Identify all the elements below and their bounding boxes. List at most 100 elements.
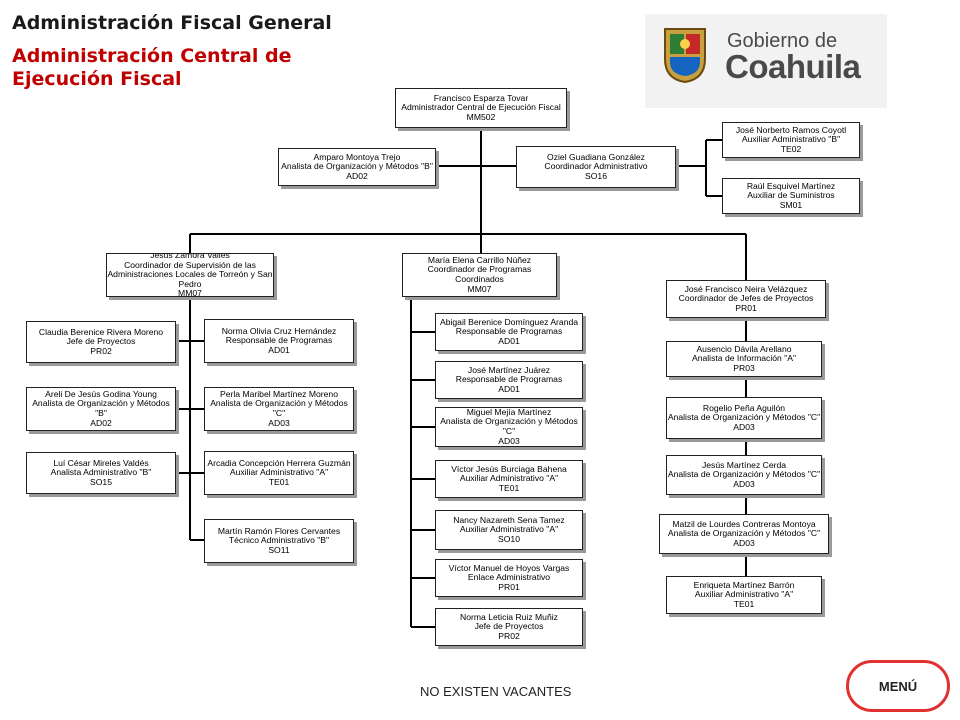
org-box-name: Oziel Guadiana González bbox=[547, 151, 645, 162]
org-box-name: Norma Olivia Cruz Hernández bbox=[221, 325, 337, 336]
org-box-name: Luí César Mireles Valdés bbox=[53, 457, 149, 468]
org-box-code: TE01 bbox=[498, 482, 520, 493]
org-box-name: Miguel Mejía Martínez bbox=[466, 407, 552, 417]
org-box-code: MM07 bbox=[467, 283, 492, 294]
org-box-position: Analista de Organización y Métodos "C" bbox=[667, 412, 821, 423]
org-box-name: Amparo Montoya Trejo bbox=[313, 151, 401, 162]
org-box-code: AD01 bbox=[268, 344, 290, 355]
org-box-code: PR02 bbox=[90, 345, 112, 356]
org-box-code: PR01 bbox=[735, 302, 757, 313]
org-box-code: PR02 bbox=[498, 630, 520, 641]
org-box-code: AD01 bbox=[498, 335, 520, 346]
logo-text-big: Coahuila bbox=[725, 48, 861, 85]
org-box-position: Analista de Organización y Métodos "C" bbox=[440, 416, 578, 436]
org-box-name: Víctor Jesús Burciaga Bahena bbox=[451, 463, 567, 474]
org-box-position: Analista de Organización y Métodos "C" bbox=[667, 469, 821, 480]
org-box-name: Jesús Martínez Cerda bbox=[701, 459, 787, 470]
org-box-position: Analista Administrativo "B" bbox=[50, 467, 152, 478]
coahuila-shield-icon bbox=[664, 28, 706, 84]
org-box-name: Arcadia Concepción Herrera Guzmán bbox=[207, 457, 351, 468]
org-box-code: TE01 bbox=[268, 476, 290, 487]
org-box-position: Analista de Información "A" bbox=[691, 353, 797, 364]
org-box-position: Auxiliar de Suministros bbox=[747, 190, 835, 201]
org-box-position: Auxiliar Administrativo "A" bbox=[459, 473, 559, 484]
org-box-position: Analista de Organización y Métodos "B" bbox=[281, 161, 433, 172]
org-box-position: Auxiliar Administrativo "A" bbox=[694, 589, 794, 600]
org-box-position: Enlace Administrativo bbox=[467, 572, 551, 583]
org-box-name: Jesús Zamora Valles bbox=[150, 253, 230, 261]
org-box-name: Abigail Berenice Domínguez Aranda bbox=[439, 316, 579, 327]
org-box-code: MM07 bbox=[178, 288, 202, 297]
menu-button[interactable]: MENÚ bbox=[846, 660, 950, 712]
org-box-code: SO10 bbox=[498, 533, 520, 544]
org-box-position: Responsable de Programas bbox=[455, 326, 563, 337]
org-box-code: AD03 bbox=[268, 417, 290, 428]
org-box-position: Auxiliar Administrativo "A" bbox=[459, 524, 559, 535]
org-box-name: José Norberto Ramos Coyotl bbox=[735, 124, 847, 135]
org-box-code: AD01 bbox=[498, 383, 520, 394]
org-box-position: Técnico Administrativo "B" bbox=[228, 535, 330, 546]
org-box-position: Responsable de Programas bbox=[455, 374, 563, 385]
org-box-code: AD03 bbox=[733, 421, 755, 432]
org-box-position: Coordinador de Supervisión de las Admini… bbox=[107, 259, 273, 289]
page-subtitle: Administración Central de Ejecución Fisc… bbox=[12, 45, 292, 90]
org-box-name: Matzil de Lourdes Contreras Montoya bbox=[672, 518, 816, 529]
org-box-position: Jefe de Proyectos bbox=[66, 336, 136, 347]
org-box-code: SO16 bbox=[585, 170, 607, 181]
org-box-name: José Martínez Juárez bbox=[467, 364, 551, 375]
org-box-name: Ausencio Dávila Arellano bbox=[696, 343, 792, 354]
org-box-name: José Francisco Neira Velázquez bbox=[684, 283, 808, 294]
org-box-position: Responsable de Programas bbox=[225, 335, 333, 346]
org-box-position: Coordinador de Programas Coordinados bbox=[427, 264, 532, 284]
org-box-name: Francisco Esparza Tovar bbox=[433, 92, 529, 103]
org-box-code: PR03 bbox=[733, 362, 755, 373]
org-box-position: Auxiliar Administrativo "B" bbox=[741, 134, 841, 145]
org-box-name: Enriqueta Martínez Barrón bbox=[693, 579, 795, 590]
org-box-position: Analista de Organización y Métodos "B" bbox=[32, 398, 170, 418]
gobierno-coahuila-logo: Gobierno de Coahuila bbox=[645, 14, 887, 108]
org-box-name: Raúl Esquivel Martínez bbox=[746, 180, 836, 191]
org-box-name: Rogelio Peña Aguilón bbox=[702, 402, 786, 413]
org-box-code: SO11 bbox=[268, 544, 290, 555]
org-box-name: Norma Leticia Ruiz Muñiz bbox=[460, 611, 558, 622]
org-box-name: María Elena Carrillo Núñez bbox=[427, 254, 532, 265]
org-box-position: Coordinador Administrativo bbox=[544, 161, 648, 172]
org-box-name: Víctor Manuel de Hoyos Vargas bbox=[448, 562, 570, 573]
org-box-code: SM01 bbox=[779, 199, 803, 210]
org-box-name: Claudia Berenice Rivera Moreno bbox=[38, 326, 164, 337]
org-box-code: AD02 bbox=[346, 170, 368, 181]
org-box-code: MM502 bbox=[466, 111, 496, 122]
org-box-name: Areli De Jesús Godina Young bbox=[45, 388, 157, 399]
org-box-position: Analista de Organización y Métodos "C" bbox=[210, 398, 348, 418]
org-box-code: SO15 bbox=[90, 476, 112, 487]
org-box-code: AD03 bbox=[733, 537, 755, 548]
org-box-code: PR01 bbox=[498, 581, 520, 592]
logo-text-small: Gobierno de bbox=[727, 30, 838, 52]
org-box-name: Martín Ramón Flores Cervantes bbox=[217, 525, 341, 536]
page-title: Administración Fiscal General bbox=[12, 12, 332, 34]
org-box-position: Administrador Central de Ejecución Fisca… bbox=[401, 102, 561, 113]
org-box-code: AD03 bbox=[733, 478, 755, 489]
